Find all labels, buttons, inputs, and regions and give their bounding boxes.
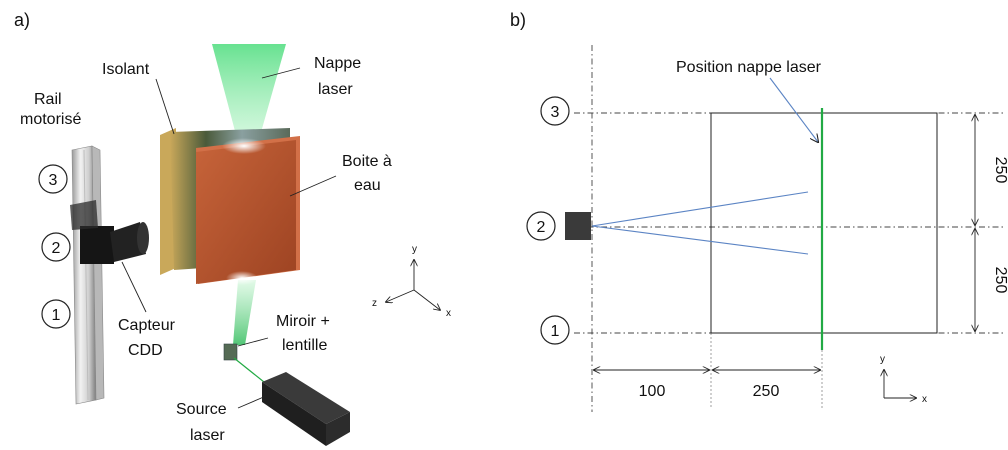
svg-text:3: 3 xyxy=(551,104,560,121)
svg-text:z: z xyxy=(372,298,377,309)
axes-2d: y x xyxy=(880,354,927,405)
svg-text:3: 3 xyxy=(49,172,58,189)
callout-sensor xyxy=(121,261,147,313)
svg-text:1: 1 xyxy=(551,323,560,340)
position-marker-1-a: 1 xyxy=(41,299,71,329)
box-label: Boite à eau xyxy=(342,153,396,194)
callout-mirror xyxy=(237,337,269,347)
panel-b-label: b) xyxy=(510,10,526,30)
position-marker-3-b: 3 xyxy=(540,96,570,126)
dim-label-100: 100 xyxy=(639,383,666,400)
dim-label-250-bottom: 250 xyxy=(992,267,1008,294)
laser-sheet-top xyxy=(212,44,286,150)
position-marker-1-b: 1 xyxy=(540,315,570,345)
camera-block xyxy=(565,212,591,240)
svg-text:2: 2 xyxy=(537,219,546,236)
laser-beam xyxy=(233,357,265,383)
callout-box xyxy=(289,175,337,197)
svg-text:2: 2 xyxy=(52,240,61,257)
mirror-label: Miroir + lentille xyxy=(276,313,334,354)
callout-sheet xyxy=(261,67,301,79)
sheet-label: Nappe laser xyxy=(314,55,366,98)
fov-ray-lower xyxy=(591,225,809,255)
laser-sheet-bottom xyxy=(233,280,256,345)
water-box xyxy=(196,136,300,285)
sheet-position-label: Position nappe laser xyxy=(676,59,822,76)
svg-text:x: x xyxy=(446,308,451,319)
source-label: Source laser xyxy=(176,401,231,444)
callout-source xyxy=(237,395,267,409)
panel-a-label: a) xyxy=(14,10,30,30)
position-marker-2-a: 2 xyxy=(41,232,71,262)
dim-label-250-h: 250 xyxy=(753,383,780,400)
svg-text:y: y xyxy=(412,244,417,255)
svg-text:y: y xyxy=(880,354,885,365)
panel-a: a) xyxy=(14,10,451,446)
motorized-rail xyxy=(71,145,105,405)
svg-text:x: x xyxy=(922,394,927,405)
position-marker-3-a: 3 xyxy=(38,164,68,194)
fov-ray-upper xyxy=(591,191,809,227)
rail-label: Rail motorisé xyxy=(20,91,81,128)
axes-3d: y z x xyxy=(372,244,451,319)
tank-outline xyxy=(710,112,938,334)
sheet-pointer xyxy=(769,77,818,142)
sensor-label: Capteur CDD xyxy=(118,317,179,359)
insulator-label: Isolant xyxy=(102,61,150,78)
panel-b: b) Position nappe laser 3 2 xyxy=(510,10,1008,412)
laser-source xyxy=(262,372,350,446)
callout-insulator xyxy=(155,78,175,135)
dim-label-250-top: 250 xyxy=(992,157,1008,184)
position-marker-2-b: 2 xyxy=(526,211,556,241)
mirror-lens xyxy=(223,343,238,361)
svg-text:1: 1 xyxy=(52,307,61,324)
camera-sensor xyxy=(70,200,149,264)
